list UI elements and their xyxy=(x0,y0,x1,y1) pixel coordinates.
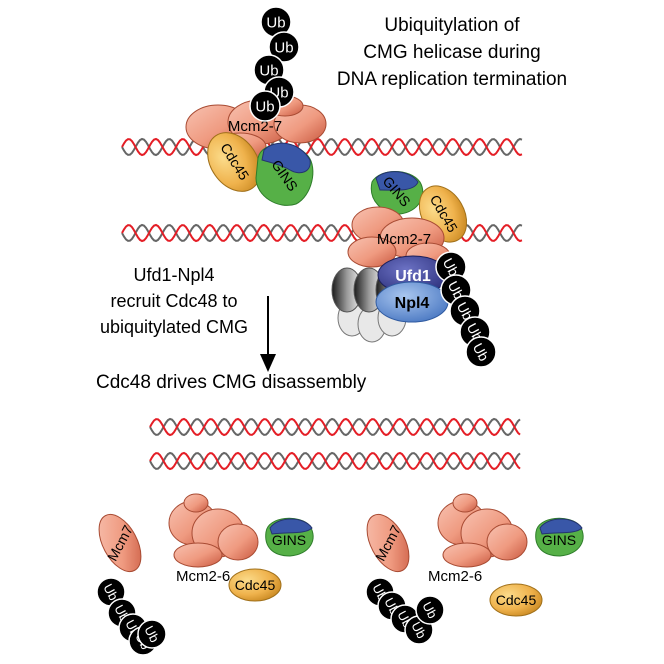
dna-duplexes xyxy=(121,137,523,471)
title-line-1: Ubiquitylation of xyxy=(384,15,520,36)
dna-strand-red xyxy=(149,451,521,471)
dna-strand-grey xyxy=(149,417,521,437)
ub-label: Ub xyxy=(274,39,293,56)
step-heading: Cdc48 drives CMG disassembly xyxy=(96,372,367,393)
gins-blob xyxy=(370,171,424,215)
dna-strand-red xyxy=(149,417,521,437)
ub-label: Ub xyxy=(259,62,278,79)
dna-duplex xyxy=(149,451,521,471)
side-note-line-1: Ufd1-Npl4 xyxy=(133,265,214,285)
ub-label: Ub xyxy=(266,14,285,31)
mcm27-label: Mcm2-7 xyxy=(377,231,431,248)
cdc45-blob xyxy=(228,568,282,602)
ub-label: Ub xyxy=(255,98,274,115)
side-note: Ufd1-Npl4 recruit Cdc48 to ubiquitylated… xyxy=(100,265,248,337)
side-note-line-3: ubiquitylated CMG xyxy=(100,317,248,337)
ubiquitin-bead: Ub xyxy=(137,619,167,649)
dna-strand-grey xyxy=(149,451,521,471)
gins-label: GINS xyxy=(542,532,576,548)
mcm26-blob xyxy=(437,493,528,568)
cdc45-blob xyxy=(489,583,543,617)
ub-label: Ub xyxy=(100,581,121,603)
ubiquitin-bead: Ub xyxy=(465,336,497,368)
mcm27-blob xyxy=(347,206,451,270)
title-block: Ubiquitylation of CMG helicase during DN… xyxy=(337,15,567,90)
ubiquitin-bead: Ub xyxy=(249,90,281,122)
gins-blob xyxy=(535,517,584,557)
mcm7-blob xyxy=(98,513,142,573)
ub-label: Ub xyxy=(419,599,440,621)
gins-label: GINS xyxy=(272,532,306,548)
ub-label: Ub xyxy=(408,619,429,641)
dna-duplex xyxy=(149,417,521,437)
ubiquitin-bead: Ub xyxy=(253,54,285,86)
mcm7-blob xyxy=(366,513,410,573)
cdc45-label: Cdc45 xyxy=(496,592,537,608)
dna-strand-grey xyxy=(121,137,523,157)
ub-label: Ub xyxy=(440,255,463,279)
ub-label: Ub xyxy=(470,340,493,364)
ufd1-label: Ufd1 xyxy=(395,268,431,285)
ub-label: Ub xyxy=(141,623,162,645)
side-note-line-2: recruit Cdc48 to xyxy=(110,291,237,311)
dna-duplex xyxy=(121,137,523,157)
gins-blob xyxy=(255,142,314,206)
title-line-2: CMG helicase during xyxy=(363,42,540,63)
cdc45-blob xyxy=(207,132,261,192)
title-line-3: DNA replication termination xyxy=(337,69,567,90)
mcm26-blob xyxy=(168,493,259,568)
gins-blob xyxy=(265,517,314,557)
mcm27-label: Mcm2-7 xyxy=(228,118,282,135)
dna-strand-red xyxy=(121,137,523,157)
cdc45-label: Cdc45 xyxy=(235,577,276,593)
mcm26-label: Mcm2-6 xyxy=(428,568,482,585)
ubiquitin-bead: Ub xyxy=(415,595,445,625)
npl4-label: Npl4 xyxy=(395,295,430,312)
ubiquitin-bead: Ub xyxy=(268,31,300,63)
mcm26-label: Mcm2-6 xyxy=(176,568,230,585)
